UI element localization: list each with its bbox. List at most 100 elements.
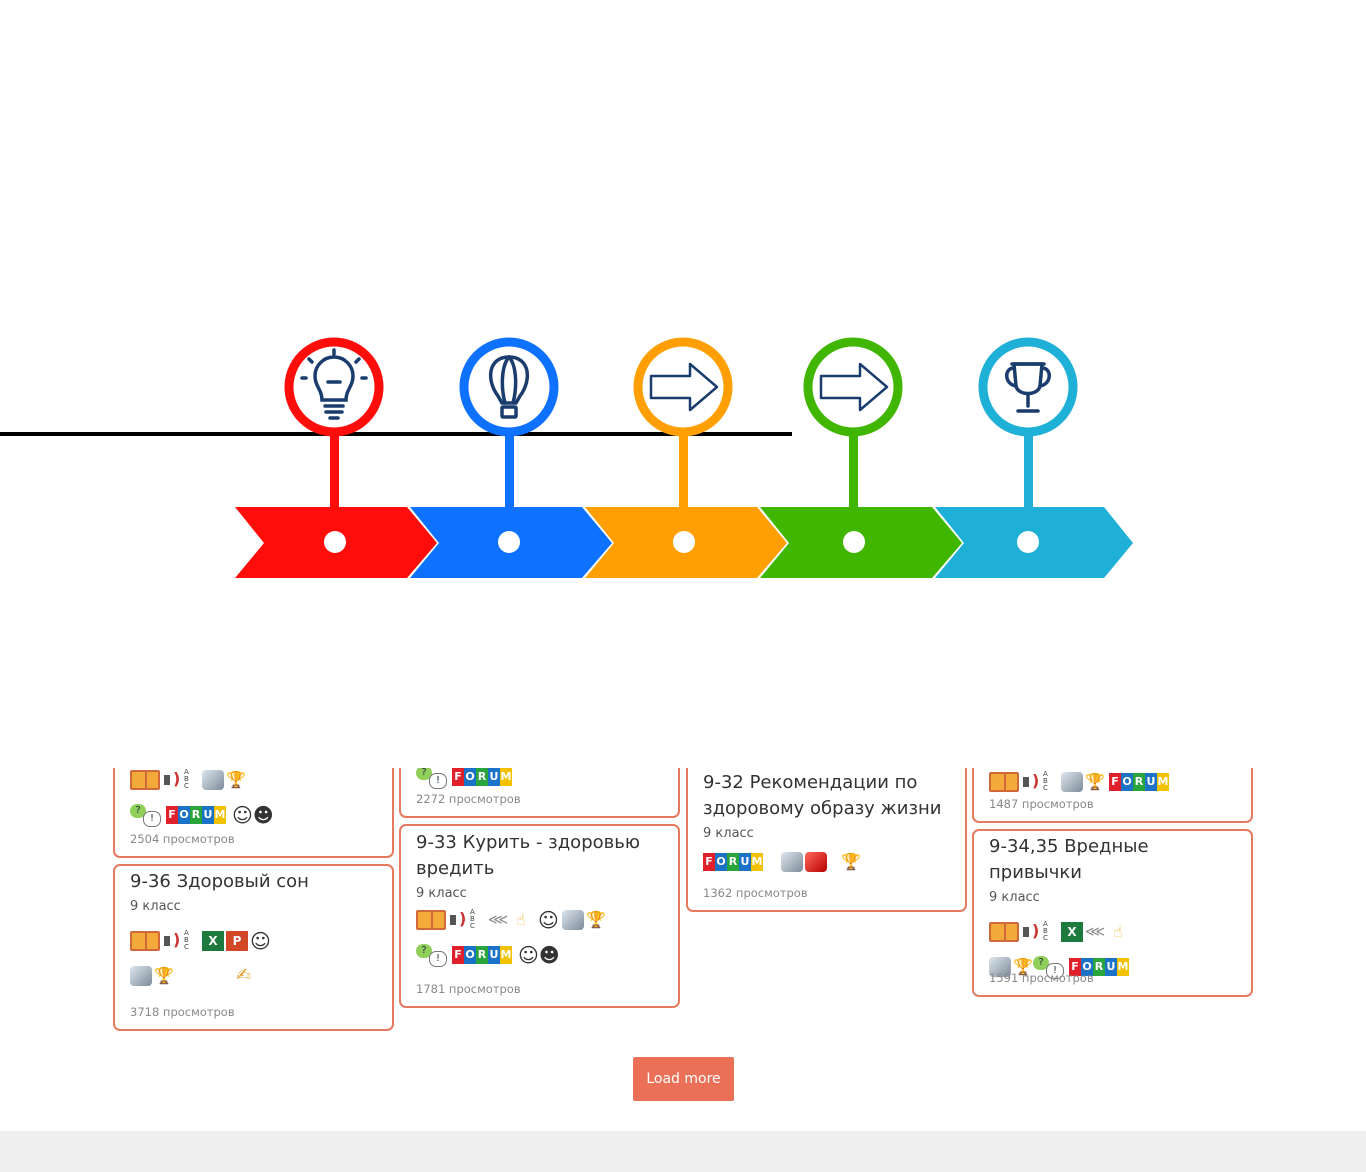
forum-letter: U	[1105, 958, 1117, 976]
dice-icon	[562, 910, 584, 930]
timeline-infographic	[0, 337, 1133, 578]
forum-icon: F O R U M	[1069, 958, 1129, 976]
pointing-hand-icon: ☝	[516, 910, 526, 929]
circle-green	[803, 337, 903, 437]
card-title[interactable]: 9-32 Рекомендации по здоровому образу жи…	[703, 772, 942, 819]
powerpoint-icon: P	[226, 931, 248, 951]
horizontal-line	[0, 432, 792, 436]
arrow-right-icon	[819, 362, 889, 412]
forum-letter: O	[464, 946, 476, 964]
dice-icon	[202, 770, 224, 790]
speaker-icon	[1021, 921, 1041, 943]
dice-icon	[781, 852, 803, 872]
dot-red	[324, 531, 346, 553]
face-icon: ☺	[538, 908, 559, 932]
forum-letter: U	[488, 946, 500, 964]
forum-letter: U	[202, 806, 214, 824]
dot-orange	[673, 531, 695, 553]
pointing-hand-icon: ☝	[1113, 922, 1123, 941]
dot-blue	[498, 531, 520, 553]
dot-green	[843, 531, 865, 553]
card-views: 2504 просмотров	[130, 832, 235, 846]
circle-orange	[633, 337, 733, 437]
card-icons: ABC X P ☺	[130, 927, 378, 955]
card-title[interactable]: 9-33 Курить - здоровью вредить	[416, 832, 640, 879]
question-bubble-icon	[416, 766, 447, 789]
trophy-icon: 🏆	[1085, 772, 1105, 791]
card-icons: ABC 🏆 F O R U M	[989, 768, 1173, 796]
speaker-icon	[1021, 771, 1041, 793]
card-class: 9 класс	[703, 826, 754, 841]
trophy-icon: 🏆	[1013, 957, 1033, 976]
card-class: 9 класс	[130, 899, 181, 914]
forum-letter: M	[1157, 773, 1169, 791]
forum-letter: F	[1069, 958, 1081, 976]
circle-blue	[459, 337, 559, 437]
book-icon	[416, 910, 446, 930]
timeline-svg	[0, 337, 1133, 578]
writing-hand-icon: ✍	[236, 965, 252, 986]
forum-letter: M	[500, 768, 512, 786]
card-icons: 🏆 F O R U M	[989, 953, 1237, 981]
book-icon	[989, 772, 1019, 792]
stem-cyan	[1024, 433, 1033, 533]
dice-icon	[130, 966, 152, 986]
circle-red	[284, 337, 384, 437]
mindmap-icon: ⋘	[1085, 924, 1105, 940]
book-icon	[130, 770, 160, 790]
forum-letter: F	[1109, 773, 1121, 791]
stem-blue	[505, 433, 514, 533]
forum-letter: R	[1093, 958, 1105, 976]
card-class: 9 класс	[989, 890, 1040, 905]
card-icons: 🏆 ✍	[130, 962, 378, 990]
lightbulb-icon	[300, 348, 368, 420]
forum-letter: R	[476, 768, 488, 786]
forum-letter: U	[1145, 773, 1157, 791]
excel-icon: X	[202, 931, 224, 951]
trophy-icon: 🏆	[154, 966, 174, 985]
card-title[interactable]: 9-36 Здоровый сон	[130, 871, 309, 892]
circle-cyan	[978, 337, 1078, 437]
card-title[interactable]: 9-34,35 Вредные привычки	[989, 836, 1149, 883]
speaker-icon	[162, 769, 182, 791]
card[interactable]: 9-36 Здоровый сон 9 класс ABC X P ☺ 🏆 ✍ …	[113, 864, 394, 1031]
book-icon	[989, 922, 1019, 942]
forum-letter: R	[476, 946, 488, 964]
faces-icon: ☺☻	[232, 803, 274, 827]
excel-icon: X	[1061, 922, 1083, 942]
forum-icon: F O R U M	[166, 806, 226, 824]
dice-icon	[1061, 772, 1083, 792]
stem-orange	[679, 433, 688, 533]
card[interactable]: 9-34,35 Вредные привычки 9 класс ABC X ⋘…	[972, 829, 1253, 997]
forum-letter: U	[739, 853, 751, 871]
stem-red	[330, 433, 339, 533]
forum-letter: O	[715, 853, 727, 871]
card[interactable]: 9-33 Курить - здоровью вредить 9 класс A…	[399, 824, 680, 1008]
card-class: 9 класс	[416, 886, 467, 901]
forum-letter: M	[751, 853, 763, 871]
card-views: 2272 просмотров	[416, 792, 521, 806]
card-views: 1781 просмотров	[416, 982, 521, 996]
forum-letter: U	[488, 768, 500, 786]
forum-icon: F O R U M	[452, 946, 512, 964]
trophy-icon	[1005, 362, 1051, 413]
card-views: 1591 просмотров	[989, 971, 1094, 985]
speaker-icon	[162, 930, 182, 952]
forum-icon: F O R U M	[452, 768, 512, 786]
card-icons: F O R U M ☺☻	[130, 801, 274, 829]
card-views: 1362 просмотров	[703, 886, 808, 900]
trophy-icon: 🏆	[841, 852, 861, 871]
hot-air-balloon-icon	[488, 355, 530, 419]
trophy-icon: 🏆	[226, 770, 246, 789]
question-bubble-icon	[416, 944, 447, 967]
stem-green	[849, 433, 858, 533]
speaker-icon	[448, 909, 468, 931]
forum-letter: M	[214, 806, 226, 824]
forum-letter: R	[1133, 773, 1145, 791]
load-more-button[interactable]: Load more	[633, 1057, 734, 1101]
forum-letter: M	[1117, 958, 1129, 976]
